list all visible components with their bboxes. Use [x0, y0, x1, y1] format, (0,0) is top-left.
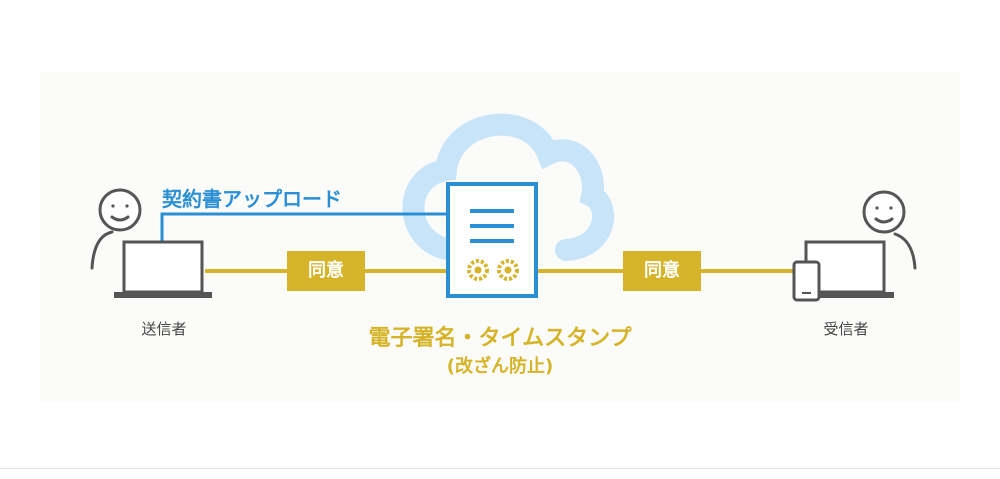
cloud-icon [402, 113, 615, 261]
divider [0, 468, 1000, 469]
sender-person-icon [90, 188, 142, 270]
agree-box-right [623, 251, 701, 291]
receiver-person-icon [862, 190, 917, 270]
receiver-label: 受信者 [823, 320, 869, 338]
sender-label: 送信者 [141, 320, 187, 338]
document-icon [446, 182, 538, 298]
signature-label: 電子署名・タイムスタンプ [368, 326, 632, 351]
agree-box-left [287, 251, 365, 291]
agree-label-right: 同意 [644, 260, 680, 281]
tamper-proof-label: (改ざん防止) [446, 356, 554, 377]
seal-icon [467, 259, 519, 281]
smartphone-icon [792, 260, 821, 302]
agree-label-left: 同意 [308, 260, 344, 281]
laptop-icon [114, 240, 212, 298]
upload-label: 契約書アップロード [162, 187, 342, 211]
